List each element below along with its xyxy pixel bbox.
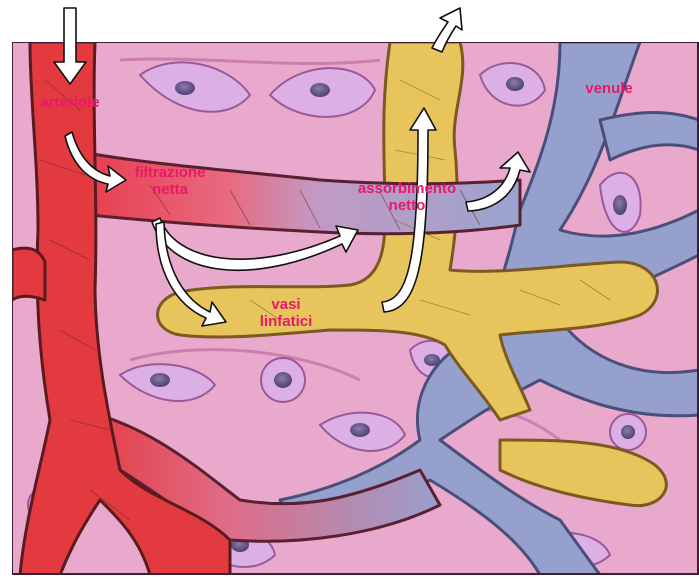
nucleus xyxy=(175,81,195,95)
arrow-lymph-outflow xyxy=(431,7,463,53)
endothelial-pattern xyxy=(39,79,481,521)
arrow-lymph-up xyxy=(381,107,437,313)
cell xyxy=(318,411,407,452)
cell xyxy=(609,413,647,451)
nucleus xyxy=(350,423,370,437)
cell xyxy=(598,171,642,233)
label-assorbimento-netto: assorbimento netto xyxy=(344,180,470,214)
nucleus xyxy=(621,425,635,439)
capillary xyxy=(68,148,522,236)
nucleus xyxy=(310,83,330,97)
arrow-blood-inflow xyxy=(53,7,87,85)
frame-border xyxy=(12,42,699,575)
label-filtrazione-line2: netta xyxy=(152,181,188,198)
label-assorbimento-line1: assorbimento xyxy=(357,180,457,197)
label-arteriole-text: arteriole xyxy=(40,94,100,111)
arrow-filtration-to-absorption xyxy=(151,217,359,271)
arrow-to-capillary xyxy=(64,131,127,193)
label-filtrazione-netta: filtrazione netta xyxy=(118,164,222,198)
arteriole-network xyxy=(12,42,232,575)
label-assorbimento-line2: netto xyxy=(388,197,426,214)
arrow-absorption-to-venule xyxy=(465,151,531,212)
cell xyxy=(478,62,547,107)
tissue-cells xyxy=(27,61,647,569)
flow-arrows xyxy=(53,7,531,327)
cell xyxy=(138,61,252,113)
nucleus xyxy=(613,195,627,215)
cell xyxy=(260,357,306,403)
nucleus xyxy=(506,77,524,91)
cell xyxy=(268,67,377,118)
nucleus xyxy=(150,373,170,387)
label-vasi-line1: vasi xyxy=(271,296,301,313)
label-vasi-linfatici: vasi linfatici xyxy=(246,296,326,330)
cell xyxy=(118,363,217,402)
label-arteriole: arteriole xyxy=(34,94,106,111)
arteriole-branch xyxy=(12,246,47,302)
label-vasi-line2: linfatici xyxy=(259,313,313,330)
nucleus xyxy=(424,354,440,366)
label-filtrazione-line1: filtrazione xyxy=(134,164,206,181)
label-venule-text: venule xyxy=(585,80,633,97)
label-venule: venule xyxy=(574,80,644,97)
arrow-filtration-to-lymphatic xyxy=(155,221,227,327)
lymphatic-branch xyxy=(498,438,668,508)
nucleus xyxy=(274,372,292,388)
venule-branch xyxy=(598,111,699,162)
